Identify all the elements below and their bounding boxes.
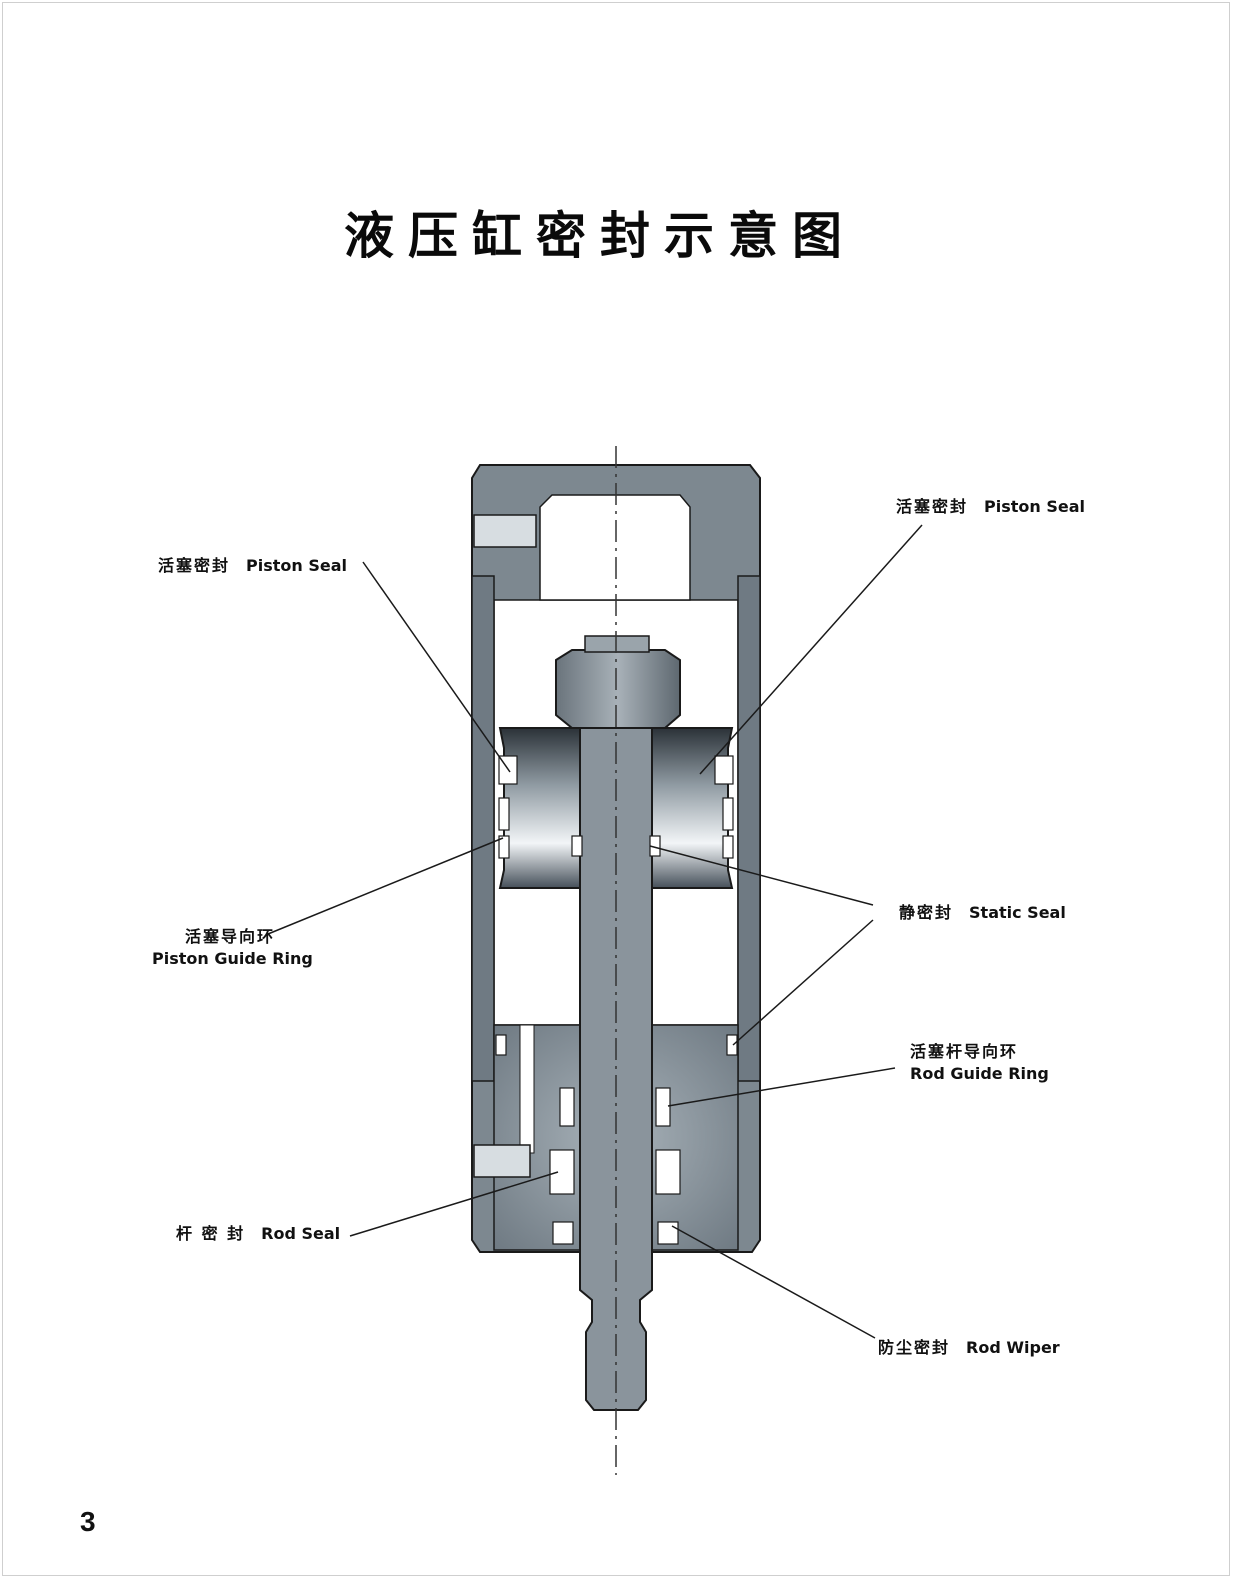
end-bolt <box>473 1144 531 1178</box>
piston-guide-ring-right <box>722 797 734 831</box>
label-piston-guide-ring-zh: 活塞导向环 <box>184 927 275 946</box>
label-rod-seal: 杆 密 封 Rod Seal <box>176 1220 340 1244</box>
rod-wiper-right <box>657 1221 679 1245</box>
rod-thread-end <box>584 635 650 653</box>
leader-lines <box>267 524 923 1339</box>
label-rod-guide-ring-zh: 活塞杆导向环 <box>910 1042 1019 1061</box>
leader-static-seal-2 <box>732 919 874 1046</box>
piston-nut <box>555 649 681 729</box>
rod-seal-right <box>655 1149 681 1195</box>
page-title: 液压缸密封示意图 <box>344 207 856 265</box>
rod-end-body-left-cut <box>519 1024 535 1154</box>
label-rod-guide-ring-en: Rod Guide Ring <box>910 1064 1049 1083</box>
piston-seal-right <box>714 755 734 785</box>
rod-seal-left <box>549 1149 575 1195</box>
barrel-wall-right <box>737 575 761 1082</box>
cap-pocket <box>539 494 691 601</box>
leader-rod-guide-ring <box>667 1067 896 1107</box>
label-static-seal: 静密封 Static Seal <box>899 899 1066 923</box>
piston-guide-ring-right-2 <box>722 835 734 859</box>
cap-bolt <box>473 514 537 548</box>
label-rod-seal-zh: 杆 密 封 <box>176 1224 246 1243</box>
rod-guide-ring-left <box>559 1087 575 1127</box>
leader-piston-seal-right <box>699 524 923 775</box>
label-piston-seal-right-zh: 活塞密封 <box>896 497 969 516</box>
label-piston-seal-left-zh: 活塞密封 <box>158 556 231 575</box>
label-rod-wiper: 防尘密封 Rod Wiper <box>878 1334 1060 1358</box>
piston-guide-ring-left-2 <box>498 835 510 859</box>
leader-rod-wiper <box>671 1225 876 1339</box>
leader-piston-seal-left <box>362 561 511 773</box>
label-rod-wiper-en: Rod Wiper <box>966 1338 1060 1357</box>
label-rod-seal-en: Rod Seal <box>261 1224 341 1243</box>
label-piston-seal-left: 活塞密封 Piston Seal <box>158 552 347 576</box>
label-rod-guide-ring: 活塞杆导向环 Rod Guide Ring <box>910 1041 1049 1085</box>
rod-guide-ring-right <box>655 1087 671 1127</box>
label-rod-wiper-zh: 防尘密封 <box>878 1338 951 1357</box>
label-static-seal-en: Static Seal <box>969 903 1066 922</box>
rod-static-seal-left <box>571 835 583 857</box>
label-piston-guide-ring-en: Piston Guide Ring <box>152 949 313 968</box>
static-seal-right <box>726 1034 738 1056</box>
static-seal-left <box>495 1034 507 1056</box>
piston-guide-ring-left <box>498 797 510 831</box>
leader-static-seal-1 <box>649 845 874 906</box>
leader-rod-seal <box>349 1171 559 1237</box>
label-static-seal-zh: 静密封 <box>899 903 954 922</box>
label-piston-guide-ring: 活塞导向环 Piston Guide Ring <box>152 926 313 970</box>
leader-piston-guide-ring <box>267 837 504 935</box>
barrel-wall-left <box>471 575 495 1082</box>
page-number: 3 <box>80 1506 96 1537</box>
rod-wiper-left <box>552 1221 574 1245</box>
label-piston-seal-left-en: Piston Seal <box>246 556 348 575</box>
label-piston-seal-right-en: Piston Seal <box>984 497 1086 516</box>
label-piston-seal-right: 活塞密封 Piston Seal <box>896 493 1085 517</box>
